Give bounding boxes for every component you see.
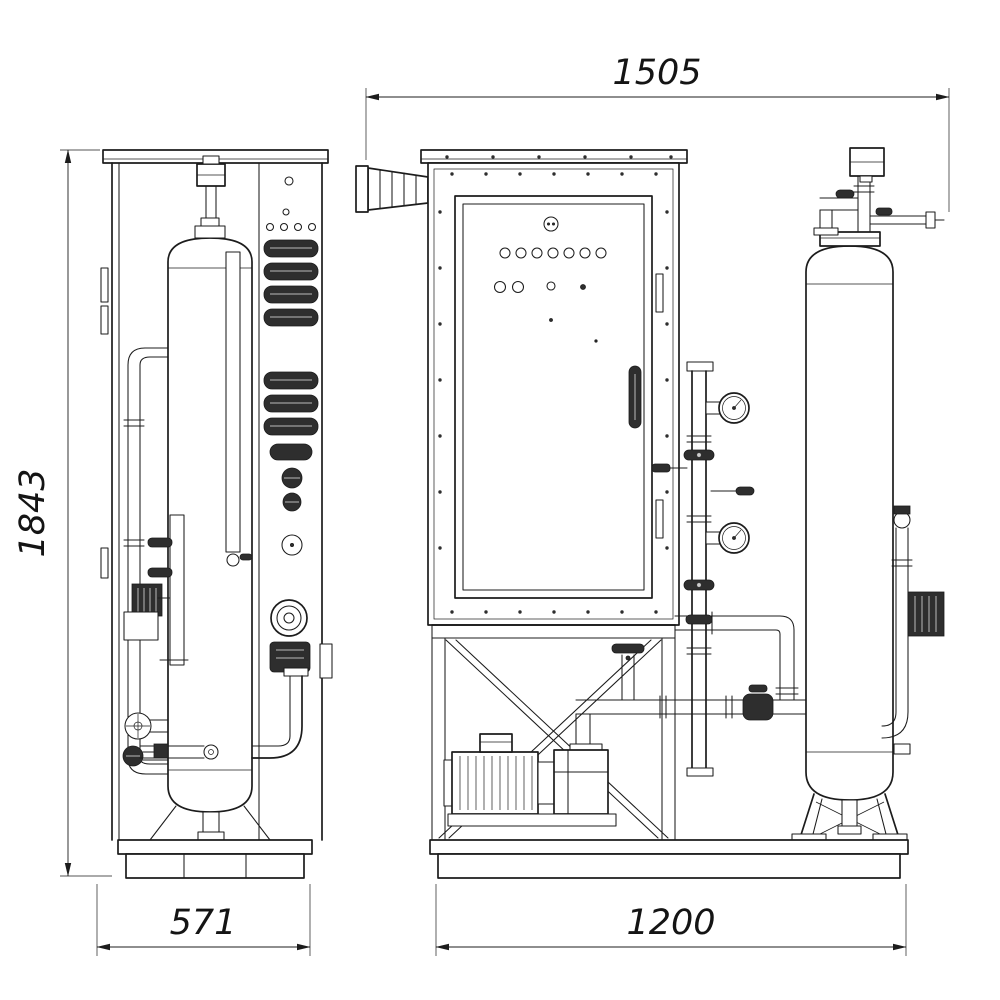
dimension-width-bottom-right: 1200	[435, 884, 907, 956]
side-pump	[269, 599, 311, 673]
bottom-ball-valve	[742, 684, 774, 721]
side-discharge-elbow	[251, 667, 309, 759]
side-mid-cluster	[123, 514, 189, 666]
pressure-gauge-lower	[705, 522, 750, 554]
cabinet-emblem	[543, 216, 559, 232]
vessel-skirt	[791, 793, 908, 844]
control-buttons-row	[493, 280, 586, 294]
front-view	[355, 147, 945, 879]
cabinet-door	[454, 195, 664, 599]
side-drain-line	[139, 743, 205, 759]
front-filter-vessel	[805, 231, 894, 801]
pump-motor-unit	[443, 733, 617, 827]
dimension-label-571: 571	[170, 903, 237, 943]
door-hinge	[655, 499, 664, 539]
side-control-panel	[263, 176, 319, 556]
return-elbow-pipe	[674, 611, 799, 701]
manifold-valve-handle	[685, 614, 713, 625]
vessel-top-fittings	[813, 147, 945, 236]
support-frame	[431, 624, 676, 841]
dimension-label-1505: 1505	[612, 53, 701, 93]
motor-terminal-box	[479, 733, 513, 753]
ejector-finned-block	[907, 591, 945, 637]
side-base	[117, 839, 313, 879]
dimension-label-1200: 1200	[626, 903, 715, 943]
indicator-lights-row	[499, 247, 607, 259]
knob-bank-upper	[263, 239, 319, 327]
door-hinge	[655, 273, 664, 313]
control-cabinet	[420, 149, 688, 626]
side-view	[100, 149, 333, 879]
side-top-valve-stack	[196, 155, 226, 219]
pump-head	[553, 749, 609, 815]
vessel-side-ejector	[881, 505, 945, 755]
pressure-gauge-upper	[705, 392, 750, 424]
side-bottom-valves	[122, 712, 171, 767]
dimension-width-top: 1505	[365, 53, 950, 212]
side-level-tube	[225, 251, 253, 567]
dimension-height-left: 1843	[13, 149, 112, 877]
side-frame	[100, 162, 333, 841]
dimension-label-1843: 1843	[13, 468, 53, 557]
front-base	[429, 839, 909, 879]
intake-horn	[355, 165, 429, 213]
side-left-riser-pipe	[123, 347, 169, 775]
knob-bank-lower	[263, 371, 319, 461]
valve-manifold	[651, 361, 755, 777]
valve-tee-handle	[611, 643, 645, 654]
dimension-width-bottom-left: 571	[96, 884, 311, 956]
